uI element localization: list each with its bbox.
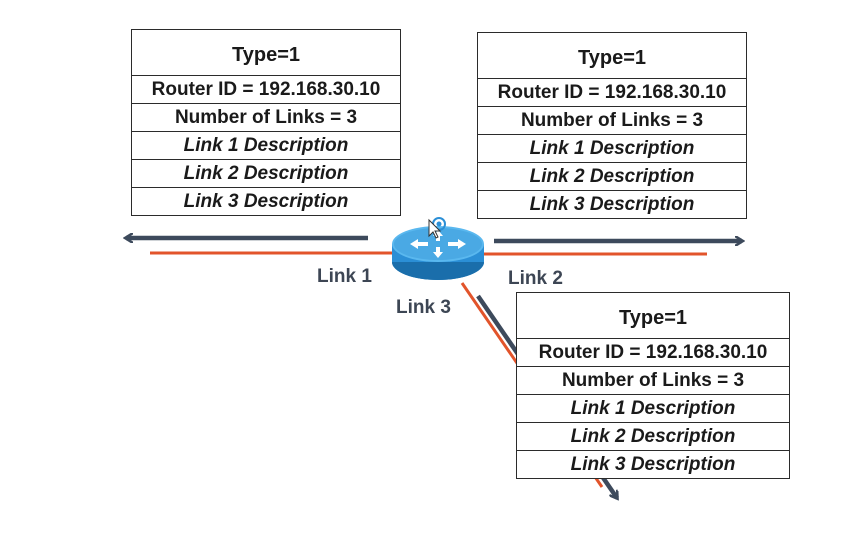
lsa-type: Type=1 (619, 307, 687, 329)
lsa-table-link-2: Type=1 Router ID = 192.168.30.10 Number … (477, 32, 747, 219)
lsa-type: Type=1 (578, 47, 646, 69)
router-id: Router ID = 192.168.30.10 (517, 338, 789, 366)
lsa-type: Type=1 (232, 44, 300, 66)
number-of-links: Number of Links = 3 (478, 106, 746, 134)
router-id: Router ID = 192.168.30.10 (132, 75, 400, 103)
link-3-description: Link 3 Description (478, 190, 746, 218)
link-3-description: Link 3 Description (132, 187, 400, 215)
cursor-icon (428, 217, 446, 239)
link-1-description: Link 1 Description (478, 134, 746, 162)
number-of-links: Number of Links = 3 (132, 103, 400, 131)
link-2-description: Link 2 Description (478, 162, 746, 190)
number-of-links: Number of Links = 3 (517, 366, 789, 394)
router-icon (392, 226, 484, 280)
link-1-description: Link 1 Description (517, 394, 789, 422)
link-3-description: Link 3 Description (517, 450, 789, 478)
lsa-table-link-1: Type=1 Router ID = 192.168.30.10 Number … (131, 29, 401, 216)
link-3-label: Link 3 (396, 297, 451, 318)
link-2-label: Link 2 (508, 268, 563, 289)
link-2-description: Link 2 Description (517, 422, 789, 450)
router-id: Router ID = 192.168.30.10 (478, 78, 746, 106)
lsa-table-link-3: Type=1 Router ID = 192.168.30.10 Number … (516, 292, 790, 479)
link-1-description: Link 1 Description (132, 131, 400, 159)
link-1-label: Link 1 (317, 266, 372, 287)
link-2-description: Link 2 Description (132, 159, 400, 187)
